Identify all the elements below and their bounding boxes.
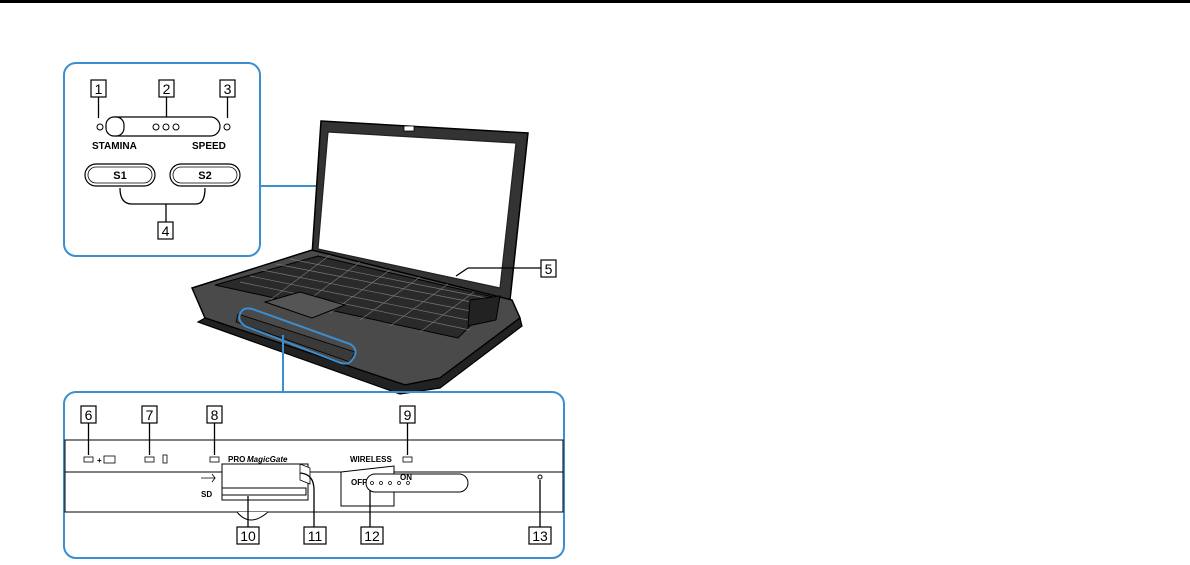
callout-10-label: 10 <box>240 528 256 544</box>
callout-4-label: 4 <box>162 223 170 239</box>
callout-12-label: 12 <box>364 528 380 544</box>
wireless-label: WIRELESS <box>350 455 392 464</box>
media-access-indicator <box>210 457 219 462</box>
callout-6-label: 6 <box>85 407 93 423</box>
pro-label: PRO <box>228 455 245 464</box>
performance-switch <box>97 117 230 136</box>
callout-9-label: 9 <box>404 407 412 423</box>
callout-13-label: 13 <box>532 528 548 544</box>
drive-indicator <box>145 457 154 462</box>
speed-indicator <box>224 124 230 130</box>
sd-label: SD <box>201 490 212 499</box>
webcam-icon <box>404 126 414 131</box>
callout-1-label: 1 <box>95 81 103 97</box>
s1-label: S1 <box>113 170 126 182</box>
callout-13: 13 <box>529 527 551 544</box>
callout-4: 4 <box>158 222 173 239</box>
off-label: OFF <box>351 478 367 487</box>
svg-text:+: + <box>97 456 102 465</box>
callout-5-label: 5 <box>545 261 553 277</box>
callout-5: 5 <box>541 260 556 277</box>
callout-12: 12 <box>361 527 383 544</box>
s2-label: S2 <box>198 170 211 182</box>
power-indicator <box>84 457 93 462</box>
stamina-indicator <box>97 124 103 130</box>
s1-button: S1 <box>85 164 155 186</box>
s2-button: S2 <box>170 164 240 186</box>
stamina-label: STAMINA <box>92 141 137 152</box>
callout-11-label: 11 <box>308 528 323 544</box>
callout-2-label: 2 <box>163 81 171 97</box>
callout-11: 11 <box>304 527 326 544</box>
callout-10: 10 <box>237 527 259 544</box>
wireless-indicator <box>403 457 412 462</box>
callout-3-label: 3 <box>224 81 232 97</box>
sd-card-slot <box>222 488 306 495</box>
callout-1: 1 <box>91 80 106 118</box>
laptop-illustration <box>192 121 528 394</box>
speed-label: SPEED <box>192 141 226 152</box>
callout-8-label: 8 <box>211 407 219 423</box>
callout-2: 2 <box>159 80 174 122</box>
callout-3: 3 <box>220 80 235 118</box>
callout-7-label: 7 <box>146 407 154 423</box>
on-label: ON <box>400 473 412 482</box>
magicgate-label: MagicGate <box>247 455 288 464</box>
